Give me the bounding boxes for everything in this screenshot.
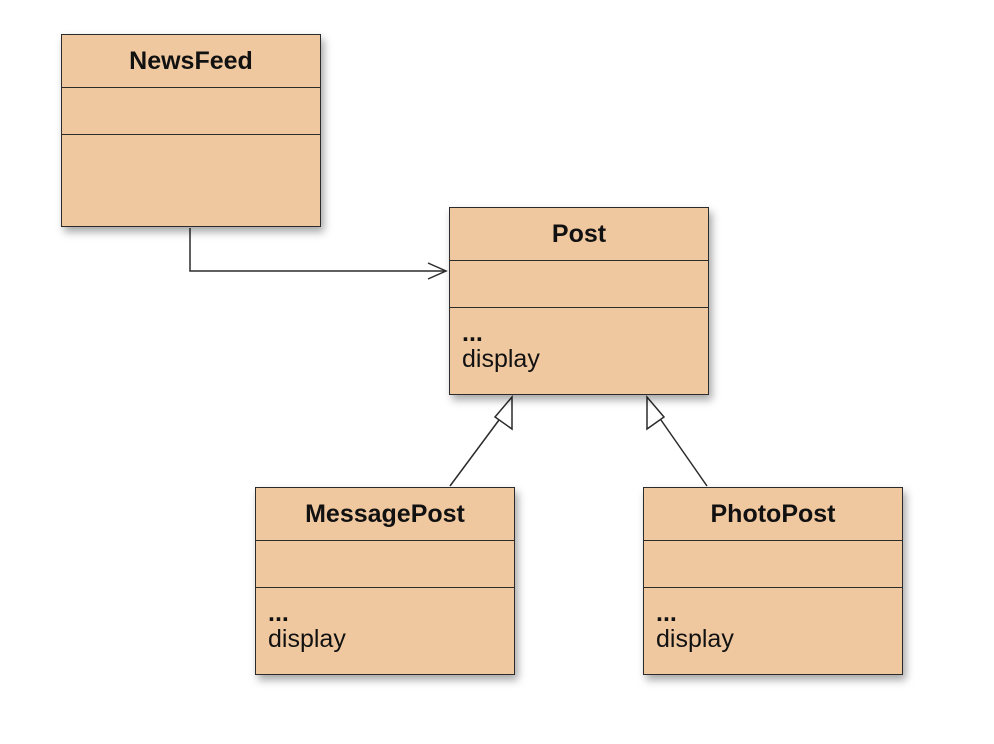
class-attributes bbox=[62, 88, 320, 135]
method-display: display bbox=[268, 625, 346, 653]
class-messagepost: MessagePost ... display bbox=[255, 487, 515, 675]
class-attributes bbox=[450, 261, 708, 308]
class-attributes bbox=[256, 541, 514, 588]
class-methods: ... display bbox=[644, 588, 902, 655]
class-newsfeed: NewsFeed bbox=[61, 34, 321, 227]
method-display: display bbox=[656, 625, 734, 653]
class-name: PhotoPost bbox=[644, 488, 902, 541]
class-methods: ... display bbox=[450, 308, 708, 375]
class-methods: ... display bbox=[256, 588, 514, 655]
association-arrowhead-icon bbox=[427, 262, 448, 280]
class-post: Post ... display bbox=[449, 207, 709, 395]
class-name: NewsFeed bbox=[62, 35, 320, 88]
class-name: MessagePost bbox=[256, 488, 514, 541]
inheritance-triangle-icon bbox=[646, 394, 666, 431]
class-photopost: PhotoPost ... display bbox=[643, 487, 903, 675]
class-methods bbox=[62, 135, 320, 149]
association-line-newsfeed-post bbox=[189, 228, 446, 272]
inheritance-triangle-icon bbox=[493, 394, 513, 431]
inheritance-line-messagepost-post bbox=[449, 419, 500, 487]
method-ellipsis: ... bbox=[656, 599, 677, 627]
method-ellipsis: ... bbox=[462, 319, 483, 347]
class-name: Post bbox=[450, 208, 708, 261]
inheritance-line-photopost-post bbox=[660, 419, 708, 487]
method-display: display bbox=[462, 345, 540, 373]
method-ellipsis: ... bbox=[268, 599, 289, 627]
class-attributes bbox=[644, 541, 902, 588]
